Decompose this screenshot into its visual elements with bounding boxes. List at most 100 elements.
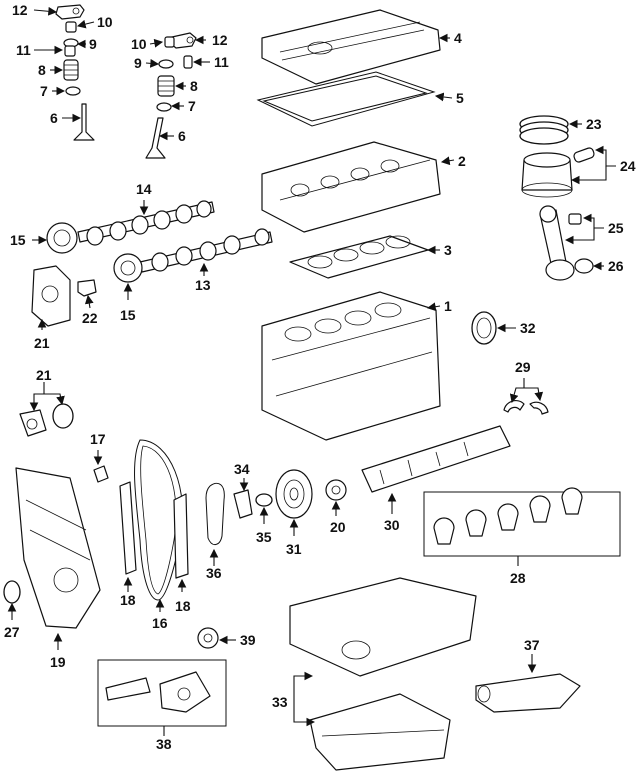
callout-10-left: 10 <box>97 14 113 30</box>
callout-39: 39 <box>240 632 256 648</box>
callout-34: 34 <box>234 461 250 477</box>
crankshaft-sprocket <box>325 479 347 501</box>
callout-21-top: 21 <box>34 335 50 351</box>
cylinder-head <box>261 141 441 233</box>
main-bearings-box <box>423 487 621 557</box>
callout-2: 2 <box>458 153 466 169</box>
oil-pump-sprocket <box>197 627 219 649</box>
front-seal-ring <box>52 403 74 429</box>
callout-19: 19 <box>50 654 66 670</box>
callout-29: 29 <box>515 359 531 375</box>
oil-control-valve <box>77 279 97 297</box>
tensioner-17 <box>93 465 109 483</box>
callout-28: 28 <box>510 570 526 586</box>
piston-pin <box>573 147 595 163</box>
valve-spring-seat-right <box>156 102 172 112</box>
vvt-gear-exhaust <box>113 253 143 283</box>
rocker-arm-left <box>55 4 85 20</box>
valve-spring-left <box>63 59 79 81</box>
callout-6-right: 6 <box>178 128 186 144</box>
callout-33: 33 <box>272 694 288 710</box>
valve-cover <box>261 9 441 85</box>
crankshaft <box>361 425 511 493</box>
timing-cover-small <box>31 265 71 327</box>
callout-30: 30 <box>384 517 400 533</box>
cover-seal <box>3 580 21 604</box>
engine-block <box>261 291 441 441</box>
lash-adjuster-left <box>65 21 77 33</box>
front-seal <box>19 409 47 437</box>
valve-stem-seal-left <box>64 45 76 57</box>
lash-adjuster-right <box>164 36 175 48</box>
chain-guide-right <box>173 493 189 579</box>
callout-27: 27 <box>4 624 20 640</box>
valve-spring-right <box>157 75 175 97</box>
rod-bearing <box>574 258 594 274</box>
callout-1: 1 <box>444 298 452 314</box>
callout-11-left: 11 <box>16 42 31 58</box>
callout-25: 25 <box>608 220 624 236</box>
callout-22: 22 <box>82 310 98 326</box>
leader-lines <box>7 6 616 736</box>
callout-24: 24 <box>620 158 636 174</box>
callout-7-left: 7 <box>40 83 48 99</box>
callout-12-left: 12 <box>12 2 28 18</box>
callout-35: 35 <box>256 529 272 545</box>
oil-pan-lower <box>309 693 451 771</box>
oil-pump-box <box>97 659 227 727</box>
callout-32: 32 <box>520 320 536 336</box>
callout-labels: 12 10 9 11 8 7 6 10 12 9 11 8 7 6 4 5 2 … <box>4 2 636 752</box>
callout-9-right: 9 <box>134 55 142 71</box>
chain-tensioner <box>233 489 253 519</box>
callout-3: 3 <box>444 242 452 258</box>
callout-14: 14 <box>136 181 152 197</box>
callout-13: 13 <box>195 277 211 293</box>
callout-15-center: 15 <box>120 307 136 323</box>
vvt-gear-intake <box>46 222 78 254</box>
callout-38: 38 <box>156 736 172 752</box>
valve-left <box>73 103 95 141</box>
callout-6-left: 6 <box>50 110 58 126</box>
valve-cover-gasket <box>256 71 436 127</box>
piston <box>521 152 573 198</box>
callout-9-left: 9 <box>89 36 97 52</box>
callout-10-right: 10 <box>131 36 147 52</box>
rod-bolt <box>568 213 582 225</box>
tensioner-gasket <box>255 493 273 507</box>
chain-guide-left <box>119 481 137 575</box>
callout-8-right: 8 <box>190 78 198 94</box>
callout-26: 26 <box>608 258 624 274</box>
piston-rings <box>519 115 569 145</box>
valve-spring-seat-left <box>65 86 81 96</box>
oil-strainer <box>475 673 581 713</box>
camshaft-exhaust <box>139 228 273 273</box>
valve-right <box>145 117 166 159</box>
head-gasket <box>289 235 429 279</box>
oil-pan-upper <box>289 577 477 677</box>
rear-main-seal <box>471 311 497 345</box>
callout-20: 20 <box>330 519 346 535</box>
connecting-rod <box>539 205 575 281</box>
callout-21-bottom: 21 <box>36 367 52 383</box>
callout-18-right: 18 <box>175 598 191 614</box>
valve-stem-seal-right <box>183 55 193 69</box>
callout-37: 37 <box>524 637 540 653</box>
oil-pump-chain <box>205 482 225 545</box>
callout-7-right: 7 <box>188 98 196 114</box>
thrust-washers <box>503 400 549 415</box>
callout-12-right: 12 <box>212 32 228 48</box>
valve-keeper-right <box>158 59 174 69</box>
callout-15-left: 15 <box>10 232 26 248</box>
crankshaft-pulley <box>275 469 313 519</box>
callout-4: 4 <box>454 30 462 46</box>
callout-5: 5 <box>456 90 464 106</box>
timing-chain-cover <box>15 467 101 629</box>
callout-16: 16 <box>152 615 168 631</box>
callout-36: 36 <box>206 565 222 581</box>
camshaft-intake <box>77 200 215 246</box>
callout-17: 17 <box>90 431 106 447</box>
callout-18-left: 18 <box>120 592 136 608</box>
callout-23: 23 <box>586 116 602 132</box>
